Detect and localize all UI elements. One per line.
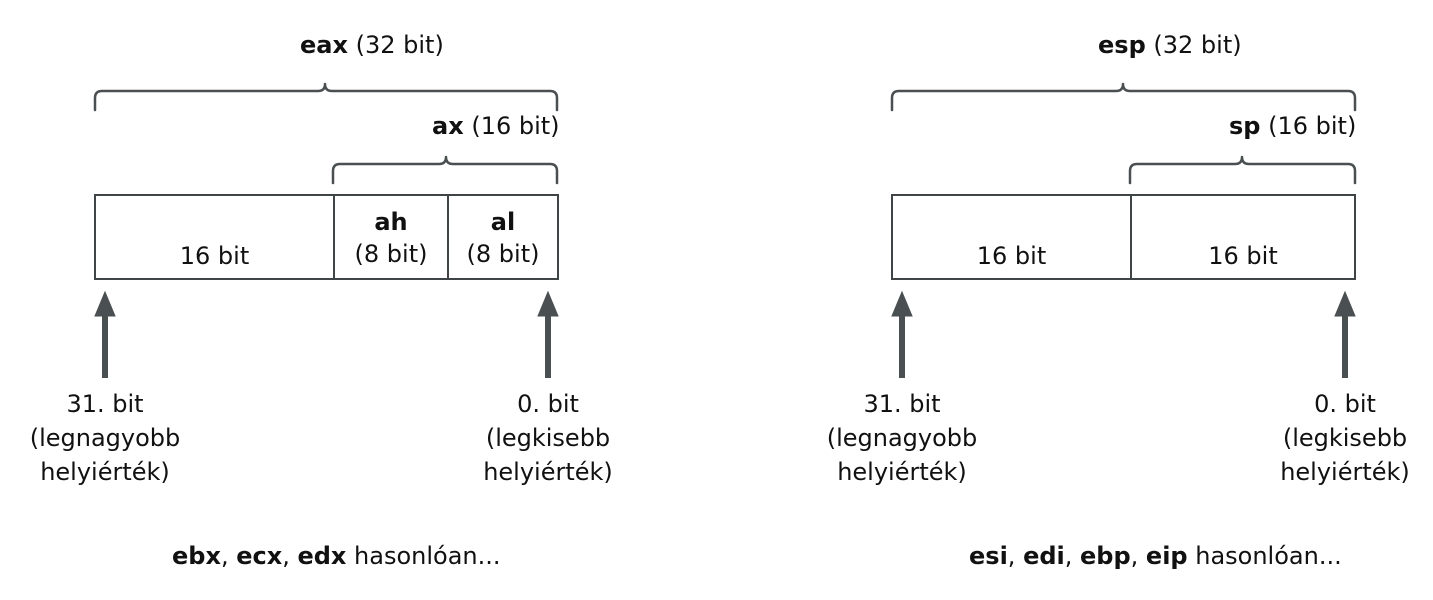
lsb-arrow-left-head bbox=[537, 290, 559, 317]
footer-reg-ebx: ebx bbox=[172, 542, 221, 570]
footer-reg-eip: eip bbox=[1145, 542, 1188, 570]
footer-reg-edx: edx bbox=[297, 542, 347, 570]
footer-sep: , bbox=[1064, 542, 1081, 570]
footer-tail: hasonlóan... bbox=[1187, 542, 1342, 570]
msb-label-right: 31. bit (legnagyobb helyiérték) bbox=[817, 387, 987, 489]
lsb-label-left-line1: 0. bit bbox=[517, 390, 579, 418]
al-cell: al (8 bit) bbox=[447, 196, 557, 278]
left-footer-note: ebx, ecx, edx hasonlóan... bbox=[172, 541, 501, 571]
eax-size: (32 bit) bbox=[355, 31, 444, 59]
msb-label-left-line1: 31. bit bbox=[66, 390, 144, 418]
ax-size: (16 bit) bbox=[471, 112, 560, 140]
msb-arrow-right-head bbox=[891, 290, 913, 317]
footer-sep: , bbox=[220, 542, 237, 570]
esp-high16-cell: 16 bit bbox=[893, 196, 1130, 278]
lsb-label-right-line3: helyiérték) bbox=[1280, 458, 1410, 486]
sp-brace bbox=[1128, 155, 1357, 185]
sp-title: sp (16 bit) bbox=[1229, 111, 1356, 141]
ax-name: ax bbox=[432, 112, 464, 140]
footer-sep: , bbox=[1130, 542, 1146, 570]
eax-high16-cell: 16 bit bbox=[96, 196, 333, 278]
footer-sep: , bbox=[1007, 542, 1024, 570]
ax-title: ax (16 bit) bbox=[432, 111, 560, 141]
esp-register-box: 16 bit 16 bit bbox=[891, 194, 1356, 280]
esp-high16-label: 16 bit bbox=[976, 242, 1047, 270]
sp-name: sp bbox=[1229, 112, 1261, 140]
eax-title: eax (32 bit) bbox=[300, 30, 444, 60]
msb-label-left-line2: (legnagyobb bbox=[29, 424, 181, 452]
footer-reg-ecx: ecx bbox=[236, 542, 283, 570]
lsb-arrow-right-head bbox=[1334, 290, 1356, 317]
footer-sep: , bbox=[282, 542, 298, 570]
footer-tail: hasonlóan... bbox=[346, 542, 501, 570]
sp-low16-label: 16 bit bbox=[1208, 242, 1278, 270]
msb-label-right-line3: helyiérték) bbox=[837, 458, 967, 486]
footer-reg-edi: edi bbox=[1023, 542, 1065, 570]
footer-reg-esi: esi bbox=[969, 542, 1008, 570]
esp-name: esp bbox=[1098, 31, 1146, 59]
lsb-label-left-line3: helyiérték) bbox=[483, 458, 613, 486]
eax-name: eax bbox=[300, 31, 348, 59]
ah-name: ah bbox=[374, 208, 408, 236]
msb-label-right-line1: 31. bit bbox=[863, 390, 941, 418]
ax-brace bbox=[331, 155, 559, 185]
esp-size: (32 bit) bbox=[1153, 31, 1242, 59]
esp-title: esp (32 bit) bbox=[1098, 30, 1242, 60]
msb-label-left-line3: helyiérték) bbox=[40, 458, 170, 486]
sp-low16-cell: 16 bit bbox=[1130, 196, 1354, 278]
sp-size: (16 bit) bbox=[1268, 112, 1357, 140]
al-name: al bbox=[490, 208, 516, 236]
msb-arrow-left-head bbox=[94, 290, 116, 317]
al-size: (8 bit) bbox=[466, 240, 540, 268]
ah-cell: ah (8 bit) bbox=[333, 196, 447, 278]
ah-size: (8 bit) bbox=[354, 240, 428, 268]
lsb-label-right-line2: (legkisebb bbox=[1282, 424, 1408, 452]
lsb-label-left: 0. bit (legkisebb helyiérték) bbox=[466, 387, 630, 489]
eax-high16-label: 16 bit bbox=[179, 242, 250, 270]
msb-label-left: 31. bit (legnagyobb helyiérték) bbox=[20, 387, 190, 489]
footer-reg-ebp: ebp bbox=[1080, 542, 1131, 570]
esp-brace bbox=[890, 82, 1357, 112]
right-footer-note: esi, edi, ebp, eip hasonlóan... bbox=[969, 541, 1342, 571]
lsb-label-right-line1: 0. bit bbox=[1314, 390, 1376, 418]
lsb-label-right: 0. bit (legkisebb helyiérték) bbox=[1263, 387, 1427, 489]
msb-label-right-line2: (legnagyobb bbox=[826, 424, 978, 452]
eax-brace bbox=[93, 82, 559, 112]
lsb-label-left-line2: (legkisebb bbox=[485, 424, 611, 452]
eax-register-box: 16 bit ah (8 bit) al (8 bit) bbox=[94, 194, 559, 280]
